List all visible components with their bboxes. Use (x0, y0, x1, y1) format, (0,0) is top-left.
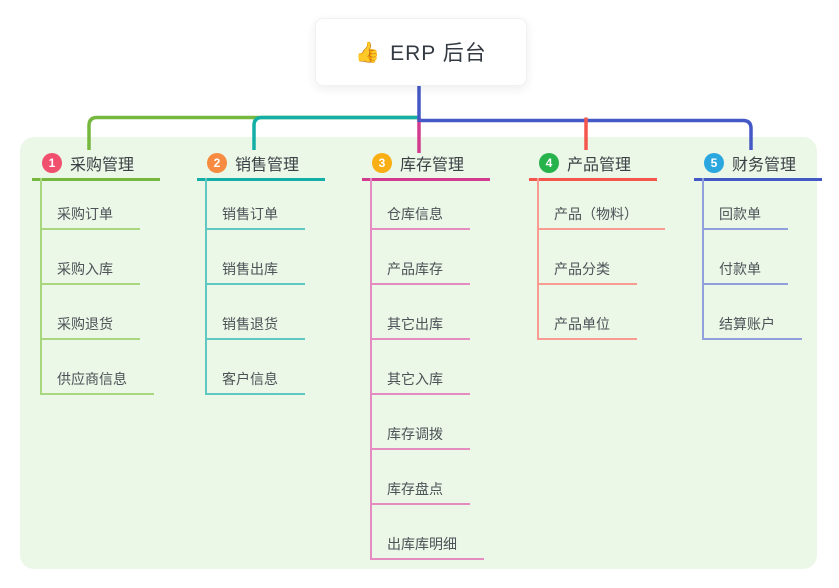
child-node[interactable]: 产品（物料） (537, 205, 665, 230)
branch-column-5: 5 财务管理回款单付款单结算账户 (694, 150, 839, 340)
branch-title-2[interactable]: 2 销售管理 (197, 150, 325, 181)
branch-title-5[interactable]: 5 财务管理 (694, 150, 822, 181)
branch-column-4: 4 产品管理产品（物料） 产品分类产品单位 (529, 150, 699, 340)
child-node[interactable]: 产品分类 (537, 260, 637, 285)
branch-number-badge: 5 (704, 152, 724, 173)
branch-title-4[interactable]: 4 产品管理 (529, 150, 657, 181)
branch-title-1[interactable]: 1 采购管理 (32, 150, 160, 181)
branch-child-connector-line (40, 178, 42, 393)
branches-panel (20, 137, 817, 569)
child-node[interactable]: 销售退货 (205, 315, 305, 340)
child-node[interactable]: 回款单 (702, 205, 788, 230)
branch-number-badge: 1 (42, 152, 62, 173)
thumbs-up-icon: 👍 (355, 41, 382, 64)
branch-title-label: 财务管理 (732, 156, 797, 174)
child-node[interactable]: 采购订单 (40, 205, 140, 230)
branch-child-connector-line (702, 178, 704, 338)
branch-column-3: 3 库存管理仓库信息产品库存其它出库其它入库库存调拨库存盘点出库库明细 (362, 150, 532, 560)
child-node[interactable]: 供应商信息 (40, 370, 154, 395)
branch-child-connector-line (370, 178, 372, 558)
branch-title-3[interactable]: 3 库存管理 (362, 150, 490, 181)
child-node[interactable]: 仓库信息 (370, 205, 470, 230)
child-node[interactable]: 库存调拨 (370, 425, 470, 450)
branch-number-badge: 3 (372, 152, 392, 173)
child-node[interactable]: 采购入库 (40, 260, 140, 285)
branch-column-1: 1 采购管理采购订单采购入库采购退货供应商信息 (32, 150, 202, 395)
child-node[interactable]: 客户信息 (205, 370, 305, 395)
branch-title-label: 产品管理 (567, 156, 632, 174)
root-node[interactable]: 👍 ERP 后台 (315, 18, 527, 86)
child-node[interactable]: 其它入库 (370, 370, 470, 395)
child-node[interactable]: 销售出库 (205, 260, 305, 285)
child-node[interactable]: 产品库存 (370, 260, 470, 285)
child-node[interactable]: 销售订单 (205, 205, 305, 230)
child-node[interactable]: 采购退货 (40, 315, 140, 340)
root-node-label: ERP 后台 (390, 42, 487, 65)
branch-column-2: 2 销售管理销售订单销售出库销售退货客户信息 (197, 150, 367, 395)
branch-title-label: 销售管理 (235, 156, 300, 174)
branch-title-label: 采购管理 (70, 156, 135, 174)
child-node[interactable]: 付款单 (702, 260, 788, 285)
child-node[interactable]: 出库库明细 (370, 535, 484, 560)
child-node[interactable]: 其它出库 (370, 315, 470, 340)
branch-title-label: 库存管理 (400, 156, 465, 174)
branch-number-badge: 4 (539, 152, 559, 173)
child-node[interactable]: 结算账户 (702, 315, 802, 340)
branch-child-connector-line (537, 178, 539, 338)
child-node[interactable]: 库存盘点 (370, 480, 470, 505)
branch-child-connector-line (205, 178, 207, 393)
branch-number-badge: 2 (207, 152, 227, 173)
child-node[interactable]: 产品单位 (537, 315, 637, 340)
